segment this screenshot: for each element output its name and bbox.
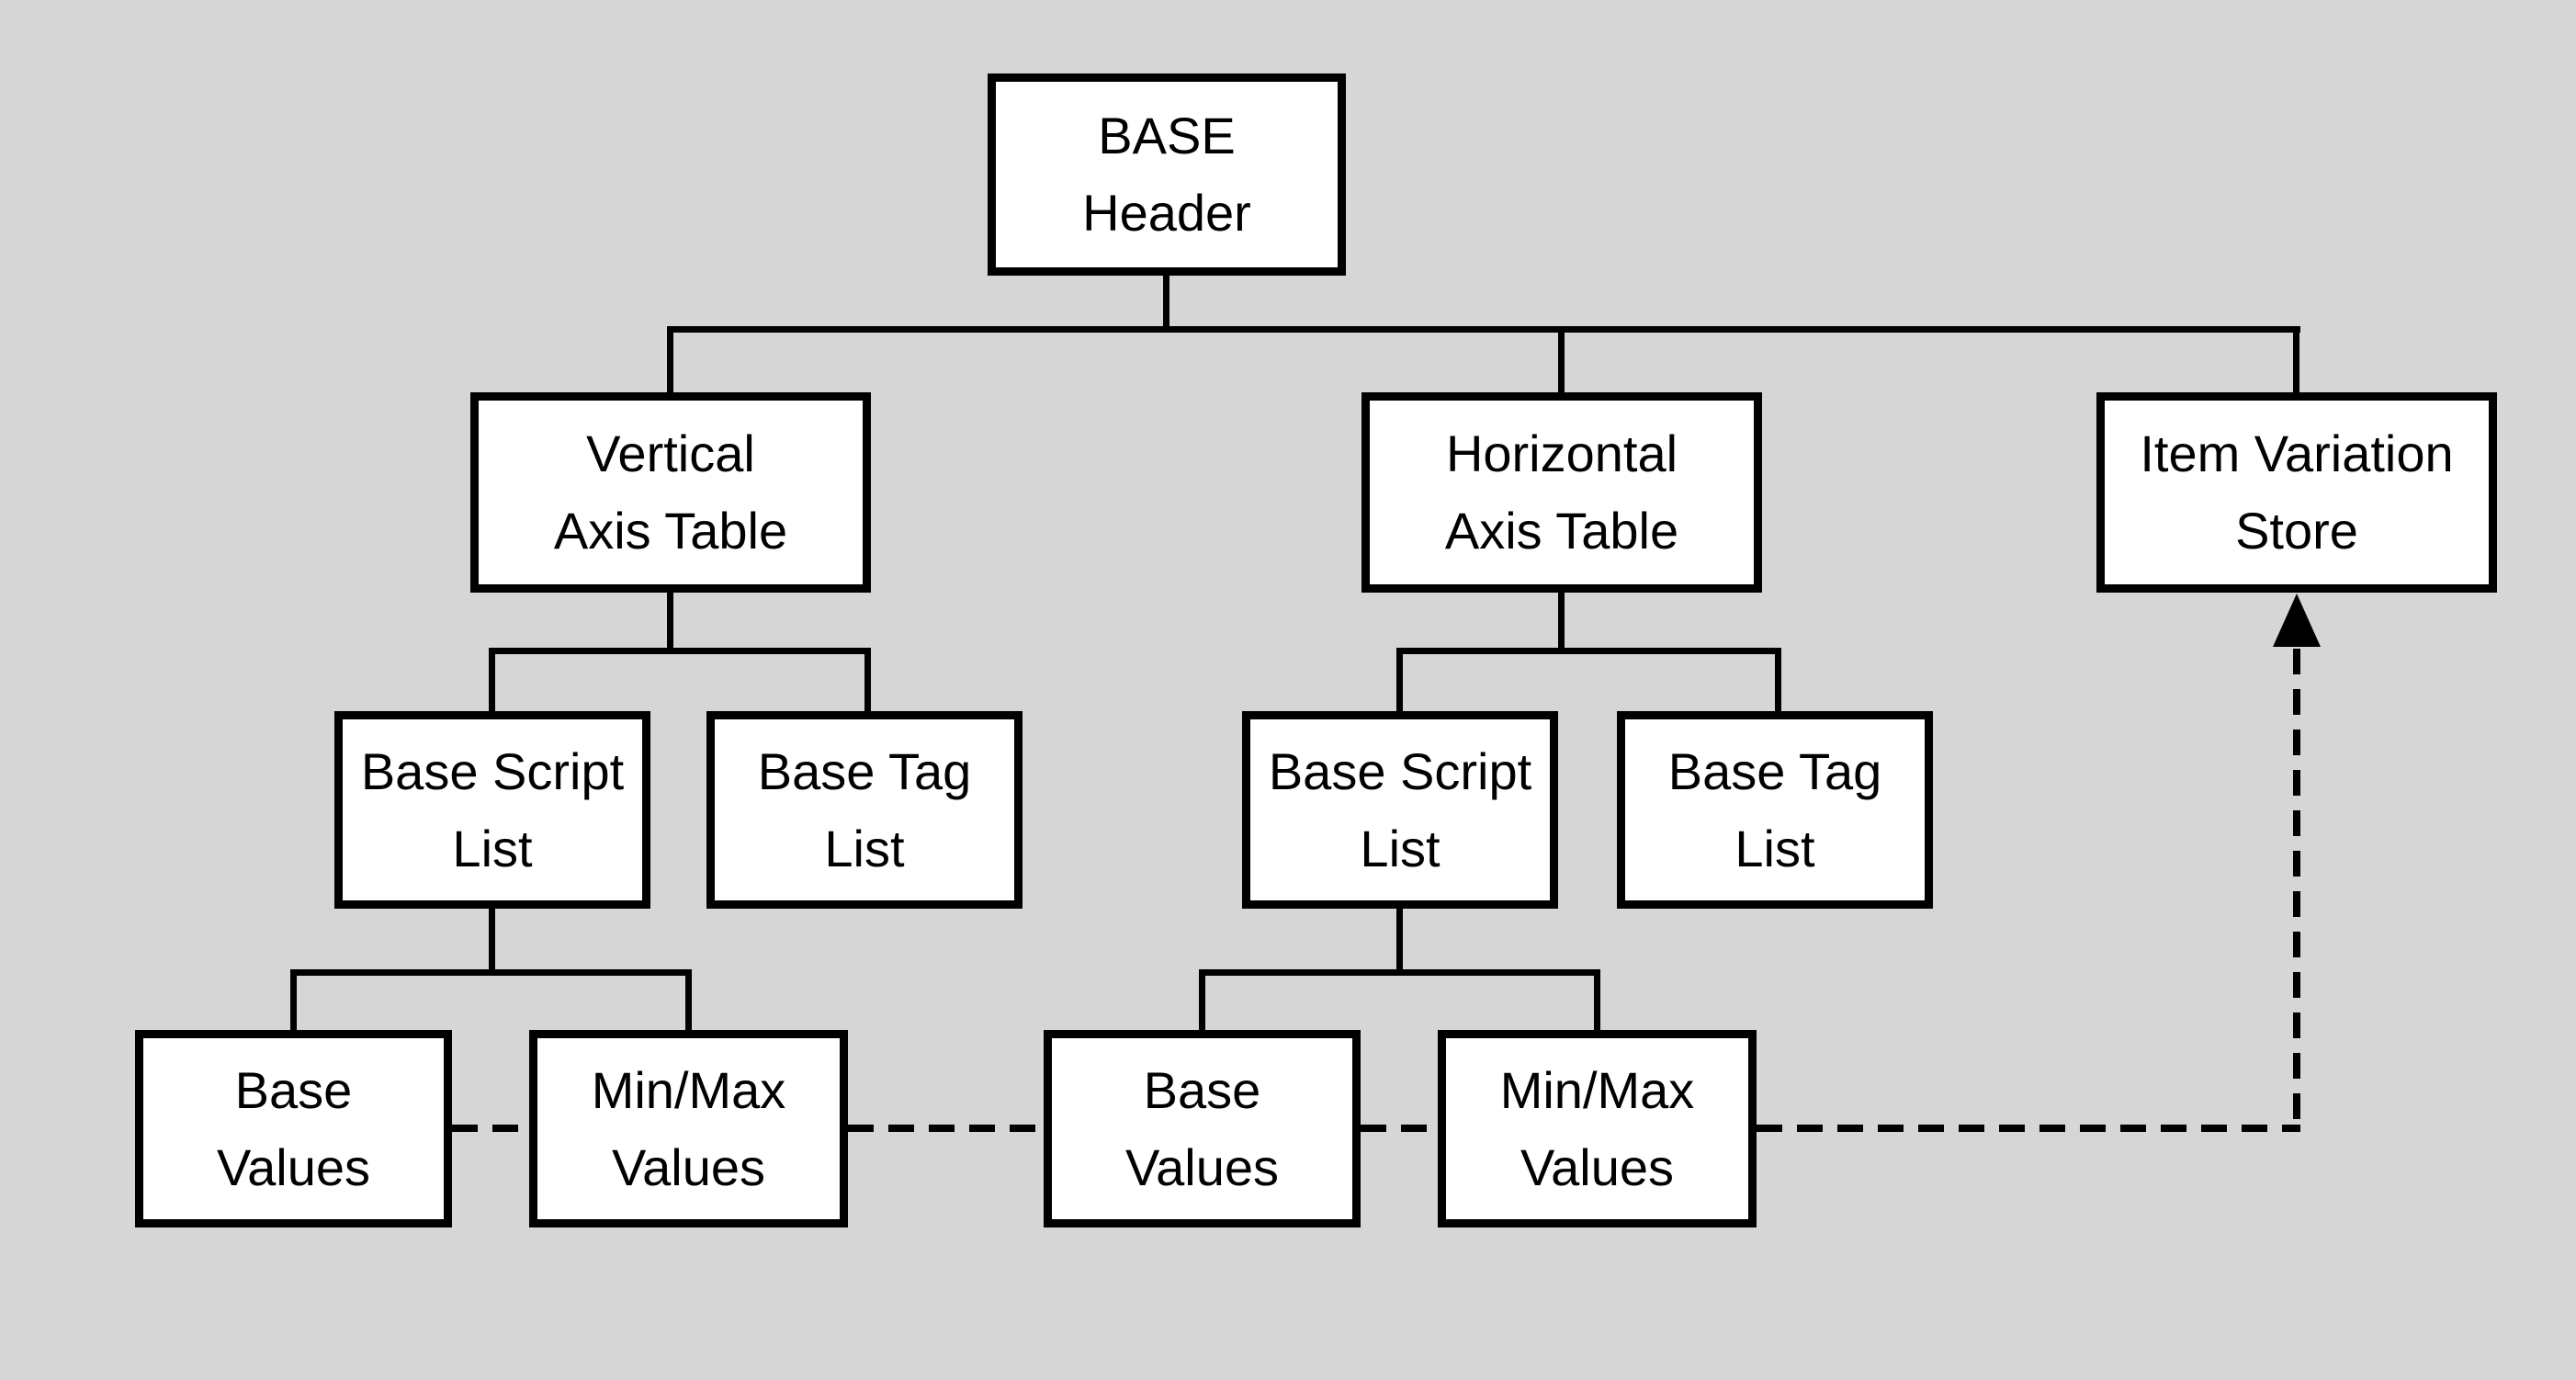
connector-drop-base-values-h [1199,969,1205,1032]
connector-drop-base-script-h [1396,648,1403,713]
connector-drop-minmax-values-v [685,969,692,1032]
connector-drop-item-variation [2293,326,2299,394]
connector-drop-minmax-values-h [1594,969,1600,1032]
dashed-link-basevalues-minmax-h [1361,1125,1438,1132]
node-base-tag-list-vertical: Base Tag List [706,711,1022,909]
connector-level2-branch [667,326,2300,333]
connector-drop-vertical-axis [667,326,673,394]
node-item-variation-store: Item Variation Store [2096,392,2497,593]
dashed-arrowhead-up-icon [2273,594,2321,647]
connector-values-branch-h [1199,969,1600,976]
node-min-max-values-vertical: Min/Max Values [529,1030,848,1227]
node-base-tag-list-horizontal: Base Tag List [1617,711,1933,909]
connector-values-branch-v [290,969,692,976]
connector-vertical-axis-stem [667,591,673,654]
connector-base-header-stem [1163,274,1169,333]
dashed-link-minmaxh-to-store [1757,1125,2300,1132]
dashed-link-minmaxv-basevaluesh [848,1125,1044,1132]
node-base-values-vertical: Base Values [135,1030,452,1227]
node-min-max-values-horizontal: Min/Max Values [1438,1030,1757,1227]
connector-drop-horizontal-axis [1558,326,1565,394]
dashed-riser-to-item-variation [2293,649,2300,1132]
connector-vertical-children-branch [489,648,871,654]
dashed-link-basevalues-minmax-v [452,1125,529,1132]
node-vertical-axis-table: Vertical Axis Table [470,392,871,593]
connector-horizontal-axis-stem [1558,591,1565,654]
connector-drop-base-script-v [489,648,495,713]
node-base-header: BASE Header [988,74,1346,276]
node-base-script-list-horizontal: Base Script List [1242,711,1558,909]
node-base-script-list-vertical: Base Script List [334,711,650,909]
connector-drop-base-tag-h [1775,648,1781,713]
connector-horizontal-children-branch [1396,648,1781,654]
node-horizontal-axis-table: Horizontal Axis Table [1361,392,1762,593]
connector-base-script-h-stem [1396,907,1403,976]
connector-base-script-v-stem [489,907,495,976]
node-base-values-horizontal: Base Values [1044,1030,1361,1227]
connector-drop-base-tag-v [864,648,871,713]
connector-drop-base-values-v [290,969,297,1032]
